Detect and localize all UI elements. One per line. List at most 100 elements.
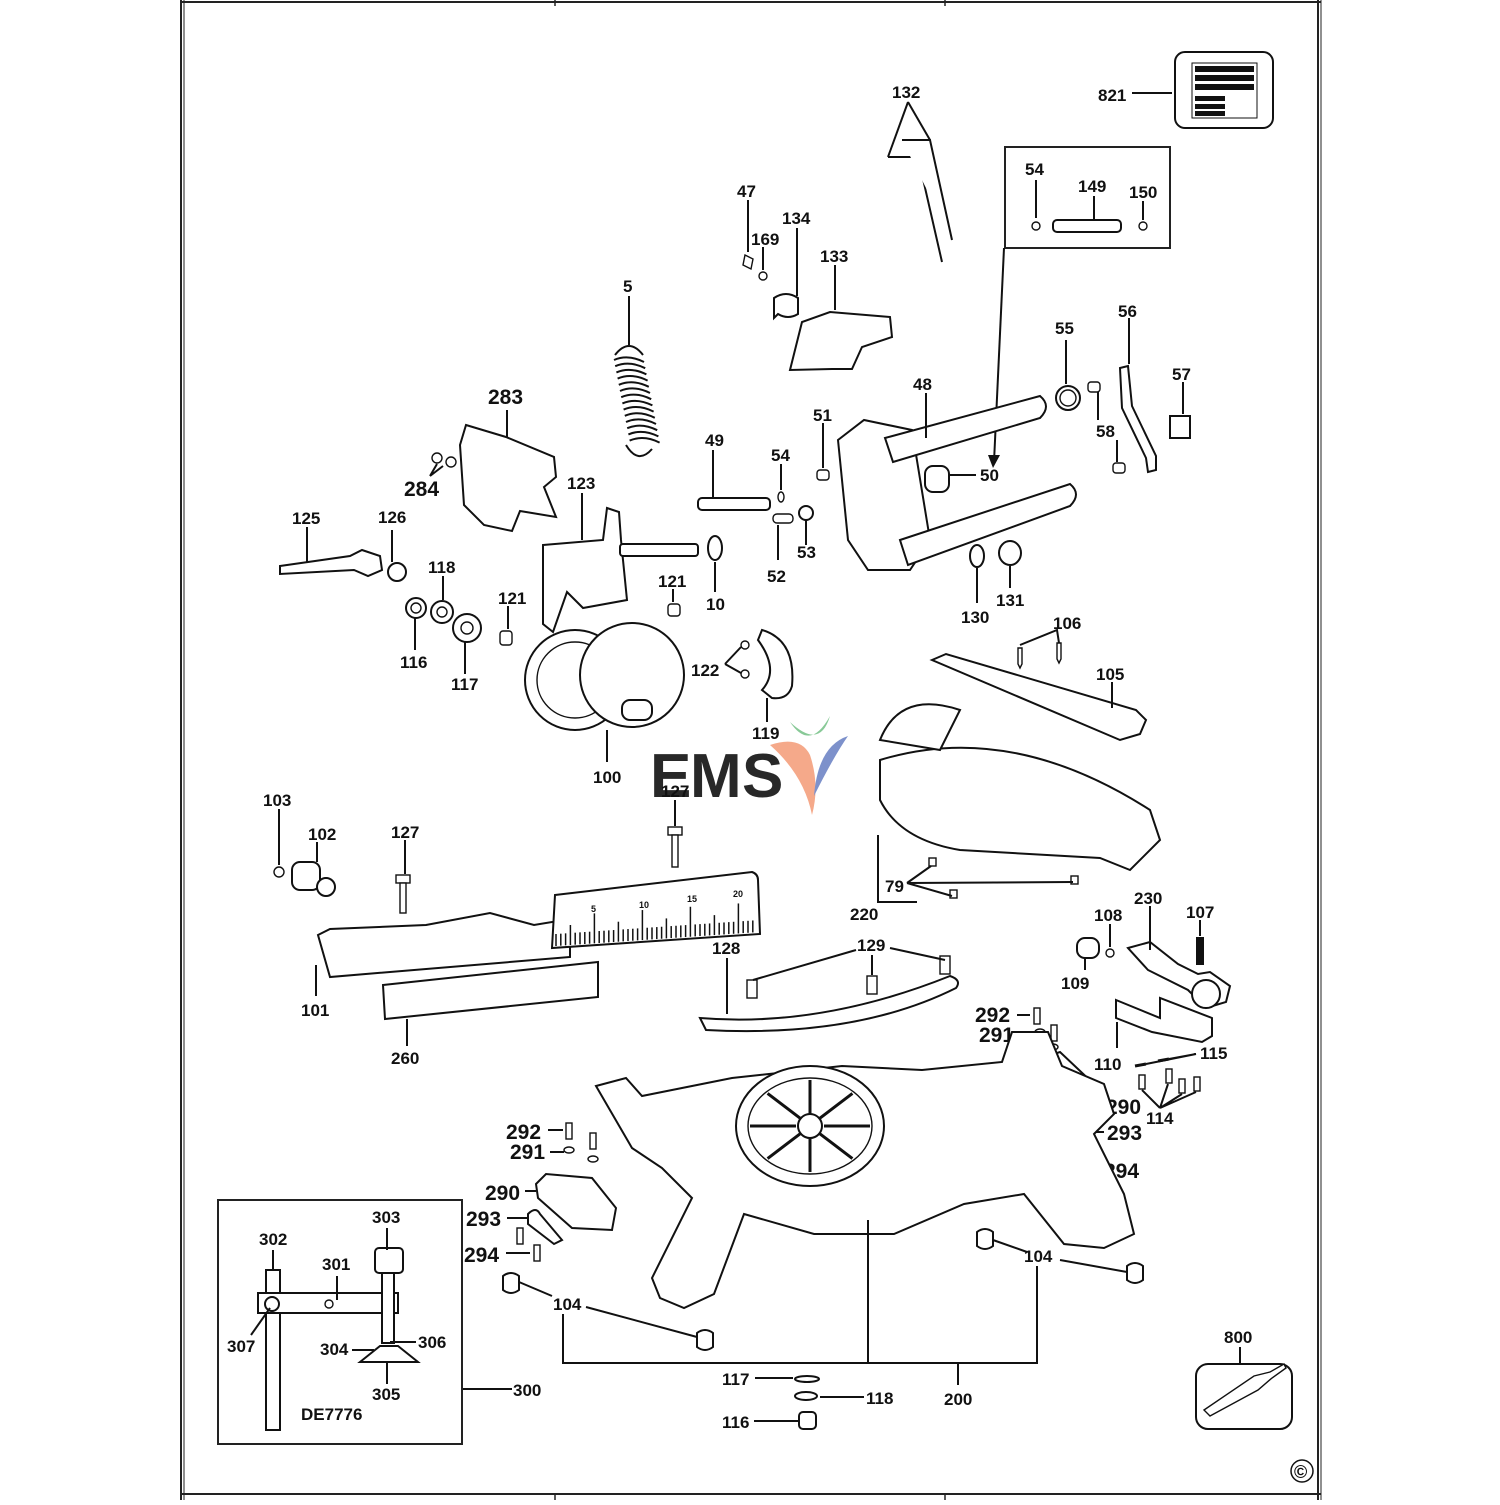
part-118-washer[interactable]: 118 (428, 558, 455, 624)
callout-306: 306 (418, 1333, 446, 1352)
part-290-292-left-foot-set[interactable]: 292 291 290 293 294 (464, 1121, 618, 1267)
callout-115: 115 (1200, 1044, 1227, 1063)
part-132-hex-keys[interactable]: 132 (887, 83, 953, 263)
part-284-screws[interactable]: 284 (404, 452, 457, 501)
part-53-nut[interactable]: 53 (797, 505, 816, 562)
part-107-spring[interactable]: 107 (1186, 903, 1214, 965)
callout-307: 307 (227, 1337, 255, 1356)
part-121-pin-left[interactable]: 121 (498, 589, 526, 646)
part-133-handle-bracket[interactable]: 133 (788, 247, 894, 372)
callout-134: 134 (782, 209, 811, 228)
base-spoke (766, 1132, 802, 1160)
copyright-symbol: © (1294, 1462, 1307, 1482)
callout-230: 230 (1134, 889, 1162, 908)
part-130-washer[interactable]: 130 (961, 544, 989, 627)
callout-48: 48 (913, 375, 932, 394)
part-57-block[interactable]: 57 (1169, 365, 1191, 439)
part-103-nut[interactable]: 103 (263, 791, 291, 878)
callout-293-left: 293 (466, 1208, 501, 1231)
part-55-o-ring[interactable]: 55 (1055, 319, 1081, 411)
part-104-rubber-feet[interactable]: 104 104 (502, 1228, 1144, 1351)
part-128-miter-scale[interactable]: 128 (698, 939, 959, 1033)
part-50-bushing[interactable]: 50 (924, 465, 999, 493)
part-127-bolt-left[interactable]: 127 (391, 823, 419, 914)
spring-coil (624, 412, 656, 419)
part-116-nut[interactable]: 116 (400, 597, 427, 672)
part-125-lever[interactable]: 125 (279, 509, 384, 578)
part-260-fence-facing[interactable]: 260 (381, 960, 599, 1068)
part-110-bracket[interactable]: 110 (1094, 996, 1213, 1074)
part-52-pin[interactable]: 52 (767, 513, 794, 586)
spring-coil (613, 356, 645, 363)
part-108-ball[interactable]: 108 (1094, 906, 1122, 958)
part-283-guard-plate[interactable]: 283 (458, 386, 558, 533)
part-106-screws[interactable]: 106 (1017, 614, 1081, 670)
callout-119: 119 (752, 724, 779, 743)
part-5-spring[interactable]: 5 (613, 277, 661, 457)
part-54-washer[interactable]: 54 (771, 446, 790, 503)
part-121-pin-right[interactable]: 121 (658, 572, 686, 617)
part-118-lower-washer[interactable]: 118 (794, 1389, 893, 1408)
part-58-screw[interactable]: 58 (1087, 381, 1126, 474)
inset-300-clamp-kit[interactable]: 300 302 301 303 307 304 306 305 DE7776 (217, 1199, 541, 1445)
copyright-mark: © (1290, 1459, 1314, 1483)
part-126-clamp[interactable]: 126 (378, 508, 407, 582)
part-48-rail-bracket[interactable]: 48 (836, 375, 1077, 571)
part-127-bolt-right[interactable]: 127 (661, 782, 689, 868)
part-117-lower-washer[interactable]: 117 (722, 1370, 820, 1389)
callout-55: 55 (1055, 319, 1074, 338)
part-115-pins[interactable]: 115 (1134, 1044, 1227, 1068)
callout-100: 100 (593, 768, 621, 787)
callout-800: 800 (1224, 1328, 1252, 1347)
part-116-lower-nut[interactable]: 116 (722, 1411, 817, 1432)
part-220-turntable[interactable]: 220 (850, 703, 1162, 924)
part-102-knob[interactable]: 102 (291, 825, 336, 897)
part-56-rod[interactable]: 56 (1118, 302, 1157, 474)
part-101-fence[interactable]: 5 10 15 20 101 (301, 870, 762, 1020)
part-114-screws[interactable]: 114 (1138, 1068, 1201, 1128)
callout-107: 107 (1186, 903, 1214, 922)
part-129-screws[interactable]: 129 (746, 936, 951, 999)
spring-coil (626, 424, 658, 432)
inset-model-label: DE7776 (301, 1405, 362, 1424)
base-200-callout: 200 (562, 1220, 1038, 1409)
part-122-screws[interactable]: 122 (691, 640, 750, 680)
part-119-bracket[interactable]: 119 (752, 628, 794, 743)
callout-47: 47 (737, 182, 756, 201)
part-117-washer[interactable]: 117 (451, 613, 482, 694)
part-200-base[interactable] (594, 1031, 1136, 1310)
spring-coil (617, 375, 649, 382)
callout-116-lower: 116 (722, 1413, 749, 1432)
callout-291-right: 291 (979, 1024, 1014, 1047)
part-79-screws[interactable]: 79 (885, 857, 1079, 899)
callout-53: 53 (797, 543, 816, 562)
part-10-washer[interactable]: 10 (706, 535, 725, 614)
callout-57: 57 (1172, 365, 1191, 384)
part-47-screw[interactable]: 47 (737, 182, 756, 271)
callout-121-left: 121 (498, 589, 526, 608)
callout-50: 50 (980, 466, 999, 485)
callout-304: 304 (320, 1340, 349, 1359)
part-800-tool[interactable]: 800 (1195, 1328, 1293, 1430)
callout-220: 220 (850, 905, 878, 924)
base-spoke (818, 1132, 854, 1160)
part-131-nut[interactable]: 131 (996, 540, 1024, 610)
part-169-washer[interactable]: 169 (751, 230, 779, 281)
callout-300: 300 (513, 1381, 541, 1400)
part-100-gear-housing[interactable]: 100 (524, 622, 685, 787)
callout-123: 123 (567, 474, 595, 493)
part-kit-54-149-150[interactable]: 54 149 150 (988, 146, 1171, 468)
callout-122: 122 (691, 661, 719, 680)
callout-108: 108 (1094, 906, 1122, 925)
part-134-knob[interactable]: 134 (773, 209, 811, 321)
part-51-pin[interactable]: 51 (813, 406, 832, 481)
part-821-label-plate[interactable]: 821 (1098, 51, 1274, 129)
part-230-detent-lever[interactable]: 230 (1126, 889, 1232, 1010)
callout-10: 10 (706, 595, 725, 614)
part-49-shaft[interactable]: 49 (697, 431, 771, 511)
part-123-arm-bracket[interactable]: 123 (542, 474, 699, 634)
ems-watermark-logo: E M S (650, 716, 848, 815)
part-105-throat-plate[interactable]: 105 (929, 652, 1148, 742)
fence-scale-label-15: 15 (687, 894, 697, 904)
part-109-bushing[interactable]: 109 (1061, 937, 1100, 993)
